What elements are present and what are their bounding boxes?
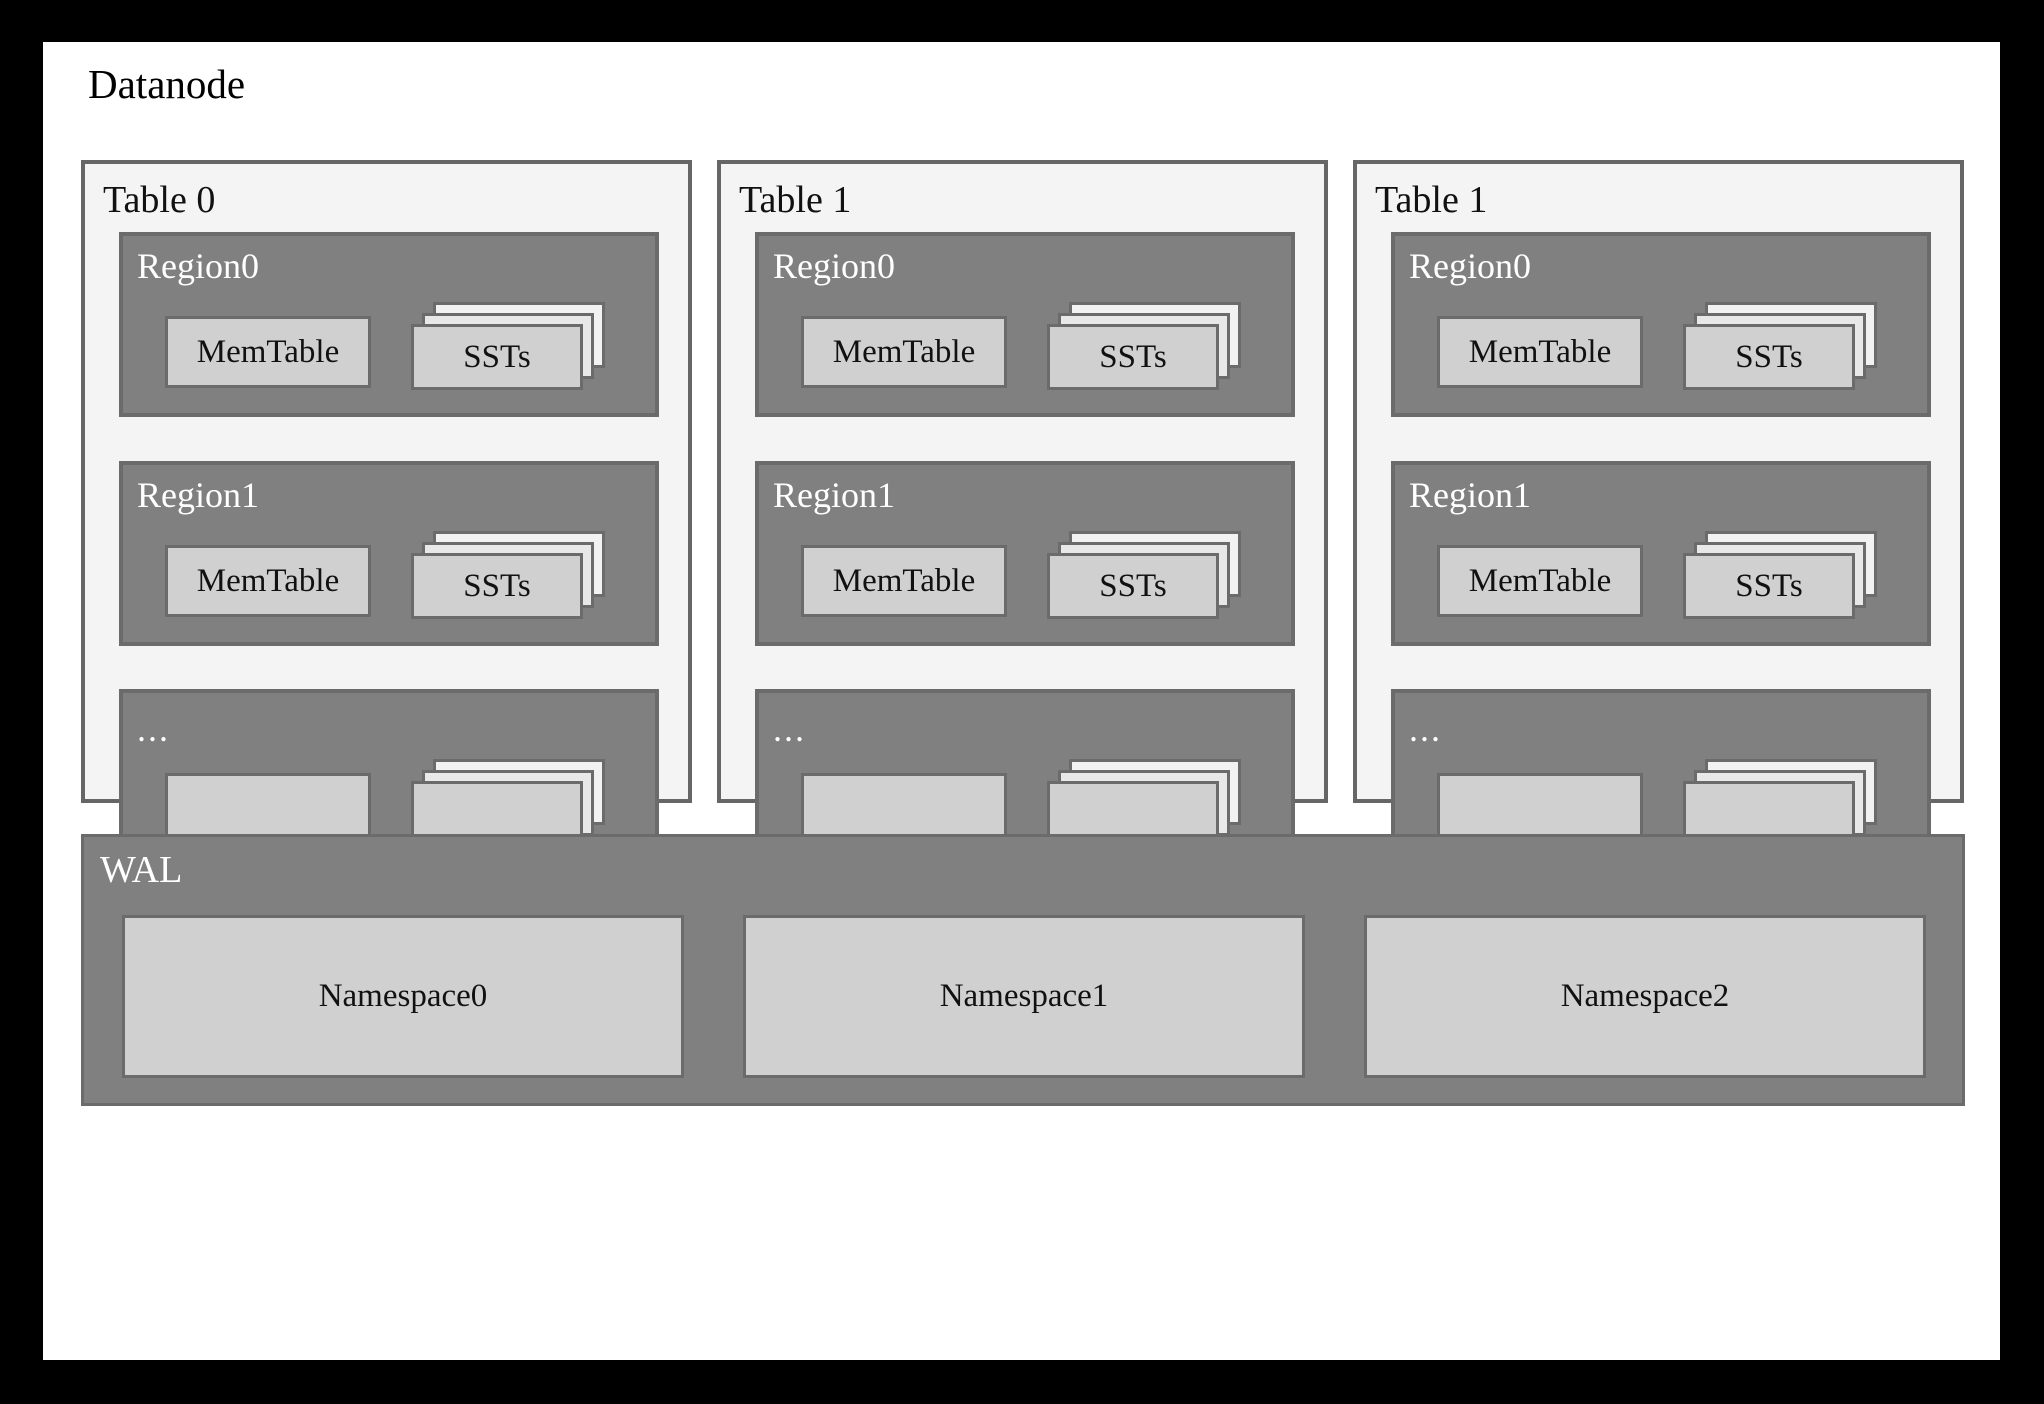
table-panel-0[interactable]: Table 0 Region0 MemTable SSTs Region1 Me… [81,160,692,874]
region-ellipsis-label: ... [1409,709,1442,749]
region-ellipsis-label: ... [137,709,170,749]
namespace-box[interactable]: Namespace1 [743,915,1305,1078]
table-label: Table 1 [1375,179,1488,221]
namespace-box[interactable]: Namespace0 [122,915,684,1078]
region-box[interactable]: Region0 MemTable SSTs [755,232,1295,417]
sst-stack[interactable]: SSTs [411,302,607,394]
sst-stack[interactable]: SSTs [1683,302,1879,394]
region-box[interactable]: Region1 MemTable SSTs [755,461,1295,646]
memtable-box[interactable]: MemTable [165,316,371,388]
memtable-box[interactable]: MemTable [1437,545,1643,617]
region-label: Region0 [137,246,259,286]
tables-row: Table 0 Region0 MemTable SSTs Region1 Me… [81,160,1965,874]
sst-sheet-front[interactable]: SSTs [1683,553,1855,619]
table-panel-1[interactable]: Table 1 Region0 MemTable SSTs Region1 Me… [717,160,1328,874]
region-label: Region1 [1409,475,1531,515]
sst-sheet-front[interactable]: SSTs [411,553,583,619]
sst-stack[interactable]: SSTs [1047,531,1243,623]
table-panel-2[interactable]: Table 1 Region0 MemTable SSTs Region1 Me… [1353,160,1964,874]
wal-label: WAL [100,849,183,891]
sst-sheet-front[interactable]: SSTs [1683,324,1855,390]
datanode-title: Datanode [88,61,246,107]
region-label: Region0 [1409,246,1531,286]
namespace-box[interactable]: Namespace2 [1364,915,1926,1078]
region-box[interactable]: Region1 MemTable SSTs [1391,461,1931,646]
region-label: Region0 [773,246,895,286]
table-label: Table 1 [739,179,852,221]
table-label: Table 0 [103,179,216,221]
memtable-box[interactable]: MemTable [1437,316,1643,388]
wal-box[interactable]: WAL Namespace0 Namespace1 Namespace2 [81,834,1965,1106]
datanode-canvas: Datanode Table 0 Region0 MemTable SSTs R… [43,42,2000,1360]
sst-sheet-front[interactable]: SSTs [1047,324,1219,390]
sst-stack[interactable]: SSTs [1047,302,1243,394]
memtable-box[interactable]: MemTable [165,545,371,617]
region-box[interactable]: Region0 MemTable SSTs [119,232,659,417]
region-box[interactable]: Region0 MemTable SSTs [1391,232,1931,417]
memtable-box[interactable]: MemTable [801,545,1007,617]
sst-sheet-front[interactable]: SSTs [411,324,583,390]
sst-sheet-front[interactable]: SSTs [1047,553,1219,619]
sst-stack[interactable]: SSTs [1683,531,1879,623]
memtable-box-blank[interactable] [801,773,1007,845]
namespace-row: Namespace0 Namespace1 Namespace2 [122,915,1926,1078]
memtable-box-blank[interactable] [165,773,371,845]
region-label: Region1 [137,475,259,515]
sst-stack[interactable]: SSTs [411,531,607,623]
region-box[interactable]: Region1 MemTable SSTs [119,461,659,646]
memtable-box[interactable]: MemTable [801,316,1007,388]
region-ellipsis-label: ... [773,709,806,749]
region-label: Region1 [773,475,895,515]
sst-stack[interactable] [411,759,607,851]
